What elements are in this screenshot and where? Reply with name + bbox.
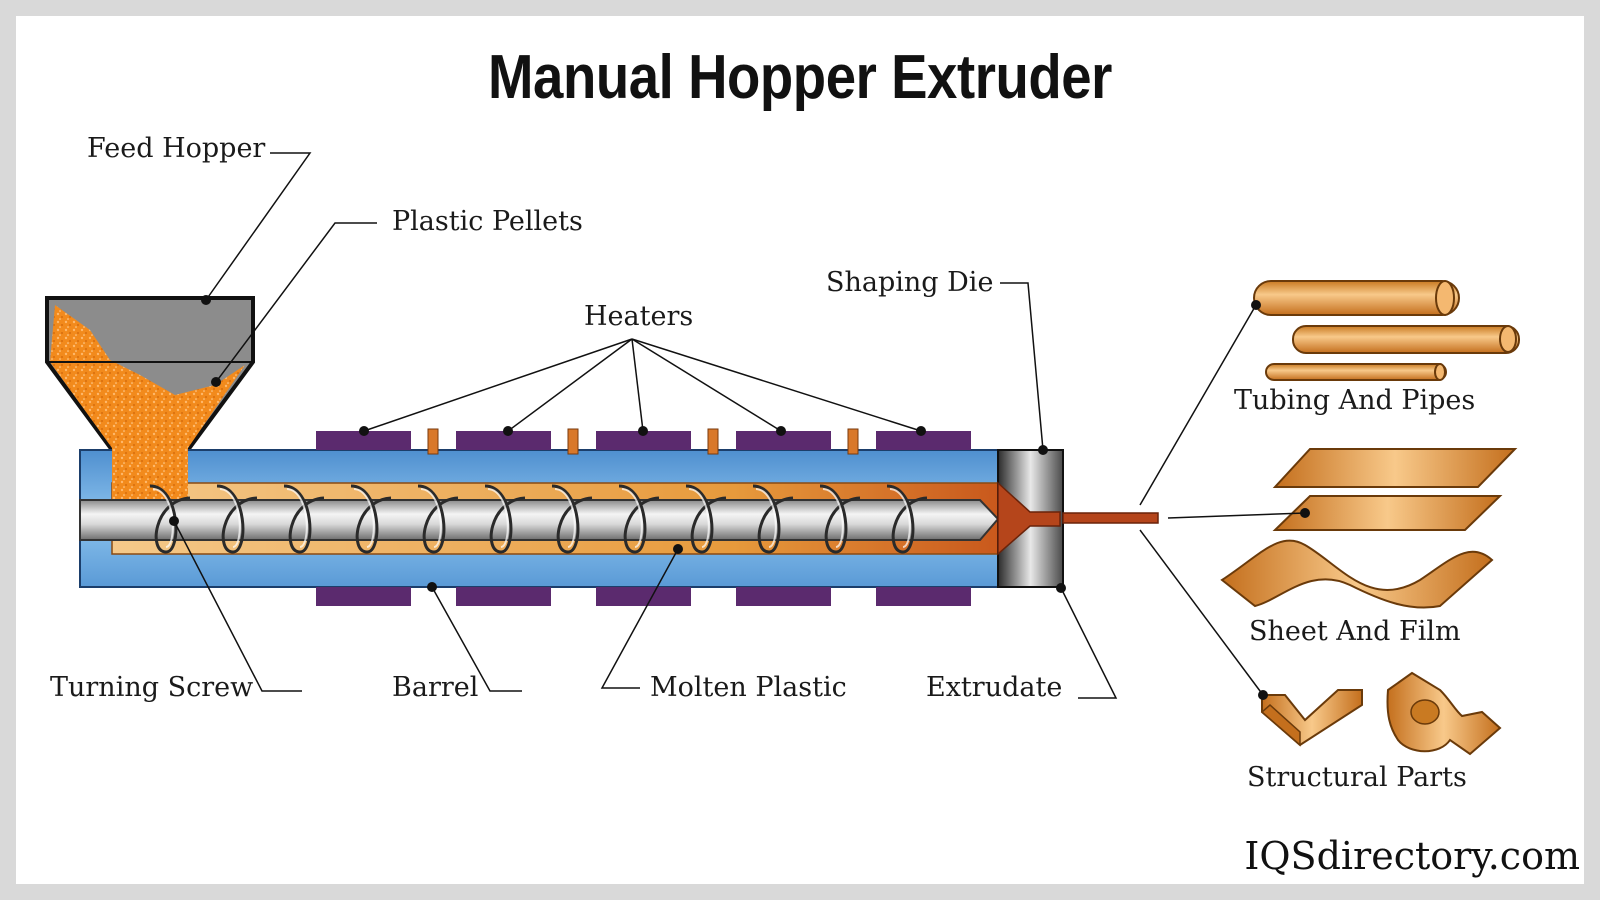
screw-flight-highlight (755, 488, 777, 548)
shaping-die (997, 449, 1064, 588)
screw-flight-highlight (688, 488, 710, 548)
heater-bottom-1 (316, 587, 411, 606)
watermark: IQSdirectory.com (1244, 834, 1580, 878)
screw-flight (283, 484, 325, 554)
screw-flight (886, 484, 928, 554)
sensor-1 (427, 428, 439, 455)
heater-bottom-4 (736, 587, 831, 606)
screw-flight-highlight (286, 488, 308, 548)
label-barrel: Barrel (392, 672, 479, 703)
product-structural-parts (1260, 671, 1502, 756)
heater-top-1 (316, 431, 411, 450)
sensor-4 (847, 428, 859, 455)
heater-top-4 (736, 431, 831, 450)
label-shaping-die: Shaping Die (826, 267, 994, 298)
product-tubing-pipes (1253, 280, 1520, 381)
screw-flight-highlight (554, 488, 576, 548)
heater-bottom-5 (876, 587, 971, 606)
label-structural-parts: Structural Parts (1247, 762, 1467, 793)
leader-lines (173, 152, 1306, 699)
turning-screw (79, 484, 1000, 554)
screw-flight-highlight (353, 488, 375, 548)
pellet-feed-throat (112, 448, 188, 500)
screw-flight (149, 484, 191, 554)
label-plastic-pellets: Plastic Pellets (392, 206, 583, 237)
screw-flight (618, 484, 660, 554)
sensor-3 (707, 428, 719, 455)
heater-top-5 (876, 431, 971, 450)
screw-flight (350, 484, 392, 554)
heater-top-3 (596, 431, 691, 450)
screw-flight (685, 484, 727, 554)
product-sheet-film (1220, 448, 1518, 609)
heater-top-2 (456, 431, 551, 450)
screw-flights (149, 484, 928, 554)
label-tubing-pipes: Tubing And Pipes (1234, 385, 1476, 416)
label-extrudate: Extrudate (926, 672, 1063, 703)
label-sheet-film: Sheet And Film (1249, 616, 1461, 647)
heater-bottom-3 (596, 587, 691, 606)
screw-flight-highlight (487, 488, 509, 548)
page-title: Manual Hopper Extruder (488, 43, 1112, 112)
leader-dots (169, 295, 1310, 700)
screw-flight-highlight (420, 488, 442, 548)
label-turning-screw: Turning Screw (50, 672, 254, 703)
screw-flight (484, 484, 526, 554)
screw-flight-highlight (889, 488, 911, 548)
screw-flight (417, 484, 459, 554)
screw-flight-highlight (822, 488, 844, 548)
screw-flight (752, 484, 794, 554)
screw-flight-highlight (621, 488, 643, 548)
heaters (316, 428, 971, 606)
screw-flight (819, 484, 861, 554)
sensor-2 (567, 428, 579, 455)
heater-bottom-2 (456, 587, 551, 606)
label-feed-hopper: Feed Hopper (87, 133, 266, 164)
screw-flight-highlight (219, 488, 241, 548)
extrudate (1062, 512, 1159, 524)
screw-flight (551, 484, 593, 554)
label-heaters: Heaters (584, 301, 694, 332)
plastic-pellets (50, 305, 245, 448)
label-molten-plastic: Molten Plastic (650, 672, 847, 703)
screw-flight (216, 484, 258, 554)
